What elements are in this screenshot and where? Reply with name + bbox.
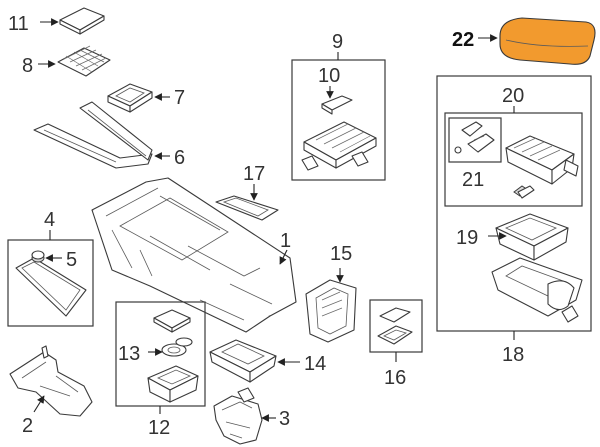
part-15-bezel[interactable] (305, 279, 357, 343)
part-11-lid[interactable] (59, 7, 105, 35)
callout-2: 2 (22, 415, 33, 437)
part-12-cup[interactable] (147, 365, 199, 403)
callout-6: 6 (174, 147, 185, 169)
part-13-ring[interactable] (161, 337, 193, 357)
leader-2 (33, 395, 45, 413)
part-9-holder[interactable] (301, 121, 377, 171)
part-8-mat[interactable] (57, 45, 111, 77)
part-21-latch[interactable] (454, 121, 495, 154)
callout-8: 8 (22, 55, 33, 77)
part-10-insert[interactable] (321, 95, 353, 115)
callout-3: 3 (279, 408, 290, 430)
part-12-cover[interactable] (153, 309, 191, 333)
part-7-tray[interactable] (107, 83, 153, 113)
part-22-armrest[interactable] (499, 17, 596, 65)
part-14-tray[interactable] (209, 339, 277, 383)
callout-10: 10 (318, 65, 340, 87)
callout-18: 18 (502, 344, 524, 366)
leader-1 (279, 249, 288, 265)
callout-21: 21 (462, 169, 484, 191)
callout-5: 5 (66, 249, 77, 271)
callout-12: 12 (148, 417, 170, 439)
part-3-bracket[interactable] (213, 387, 263, 445)
callout-14: 14 (304, 353, 326, 375)
callout-16: 16 (384, 367, 406, 389)
group-box-21 (448, 117, 502, 163)
callout-9: 9 (332, 31, 343, 53)
part-20-mechanism[interactable] (505, 135, 579, 185)
armrest-shape (499, 17, 596, 65)
callout-19: 19 (456, 227, 478, 249)
callout-15: 15 (330, 243, 352, 265)
part-4-mat[interactable] (15, 257, 87, 317)
callout-20: 20 (502, 85, 524, 107)
part-6-trim[interactable] (33, 101, 153, 169)
part-17-panel[interactable] (215, 195, 279, 221)
callout-13: 13 (118, 343, 140, 365)
part-5-button[interactable] (31, 250, 45, 263)
callout-4: 4 (44, 209, 55, 231)
callout-7: 7 (174, 87, 185, 109)
part-18-base[interactable] (491, 257, 583, 323)
part-2-bracket[interactable] (9, 345, 93, 417)
part-20-screw[interactable] (513, 185, 535, 199)
callout-1: 1 (280, 230, 291, 252)
part-1-console[interactable] (91, 177, 297, 333)
callout-11: 11 (8, 13, 29, 35)
part-16-insert[interactable] (377, 307, 413, 345)
callout-17: 17 (243, 163, 265, 185)
part-19-bin[interactable] (495, 213, 569, 261)
callout-22: 22 (452, 29, 474, 51)
